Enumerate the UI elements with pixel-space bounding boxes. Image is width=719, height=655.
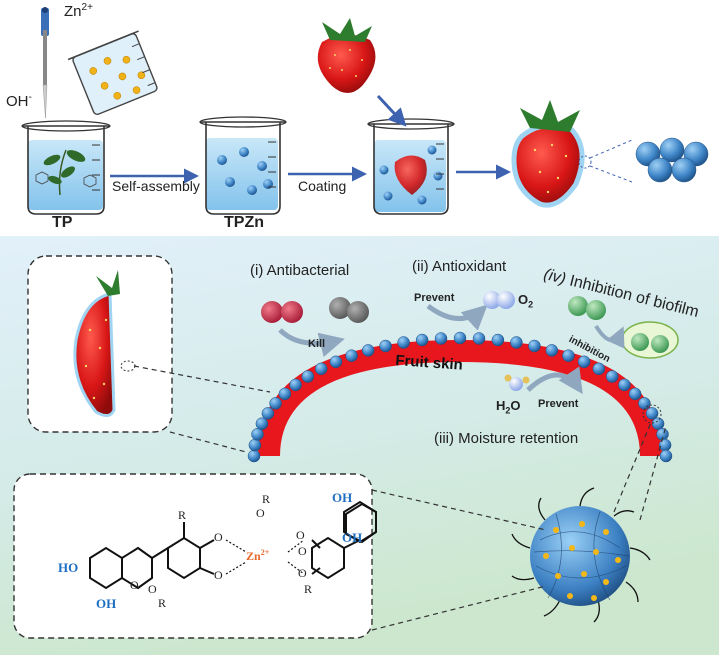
coating-bead — [255, 417, 269, 430]
coating-bead — [562, 349, 575, 362]
dead-bacteria-icon — [329, 297, 369, 323]
beaker-tp — [21, 120, 111, 215]
coating-bead — [261, 407, 275, 420]
coating-bead — [618, 378, 631, 392]
coating-bead — [592, 362, 606, 376]
coating-bead — [528, 339, 541, 353]
coating-bead — [453, 331, 467, 345]
coating-bead — [361, 344, 375, 357]
nanoparticle-cluster — [635, 137, 709, 183]
molecule-sketch — [35, 171, 97, 188]
nanoparticle-coating — [247, 331, 673, 463]
self-assembly-label: Self-assembly — [112, 178, 200, 194]
zn-coordination-label: Zn2+ — [246, 548, 270, 563]
moisture-label: (iii) Moisture retention — [434, 430, 579, 447]
coating-bead — [379, 339, 392, 353]
coating-bead — [251, 428, 264, 441]
coating-bead — [605, 370, 619, 383]
chelate-oxygen-2: O — [214, 568, 223, 582]
prevent-label-2: Prevent — [538, 398, 579, 410]
chelate-oxygen-3: O — [298, 544, 307, 558]
coating-bead — [247, 449, 261, 463]
antibacterial-section — [261, 297, 369, 357]
coating-bead — [577, 355, 591, 369]
ring-oxygen-2: O — [296, 528, 305, 542]
substituent-oxygen-2: O — [256, 506, 265, 520]
r-label-1: R — [178, 508, 187, 522]
bacteria-icon — [261, 301, 303, 323]
top-process-row — [21, 7, 709, 215]
coating-bead — [645, 407, 659, 420]
oxygen-molecule-icon — [483, 291, 515, 309]
tea-leaves-icon — [43, 149, 86, 196]
coating-bead — [269, 397, 282, 410]
ho-left-label: HO — [58, 560, 79, 575]
coating-bead — [628, 387, 642, 401]
r-label-3: R — [262, 492, 271, 506]
tp-label: TP — [52, 214, 73, 231]
water-molecule-icon — [504, 374, 530, 391]
bacteria-green-icon — [568, 296, 606, 320]
coating-bead — [329, 355, 343, 369]
ring-oxygen-1: O — [130, 578, 139, 592]
chelate-oxygen-4: O — [298, 566, 307, 580]
coating-bead — [472, 332, 486, 345]
biofilm-icon — [621, 321, 679, 359]
coating-bead — [491, 333, 505, 347]
oh-bottom-label: OH — [96, 596, 117, 611]
chemical-structure — [89, 500, 377, 590]
oh-right-label: OH — [342, 530, 363, 545]
moisture-section — [504, 366, 583, 395]
coating-bead — [314, 362, 328, 376]
coating-bead — [278, 387, 292, 401]
zn-ion-label: Zn2+ — [64, 2, 93, 20]
coating-bead — [301, 370, 315, 383]
coating-bead — [345, 349, 358, 362]
coating-bead — [638, 397, 651, 410]
oh-top-label: OH — [332, 490, 353, 505]
chemistry-structure-box — [13, 473, 373, 639]
coating-bead — [658, 438, 672, 452]
hydroxide-label: OH- — [6, 92, 32, 110]
zinc-beaker — [67, 30, 158, 116]
coating-bead — [510, 336, 523, 349]
r-label-4: R — [304, 582, 313, 596]
biofilm-section — [568, 296, 679, 359]
prevent-label-1: Prevent — [414, 292, 455, 304]
antioxidant-label: (ii) Antioxidant — [412, 258, 507, 275]
r-label-2: R — [158, 596, 167, 610]
strawberry-icon — [317, 18, 376, 93]
half-strawberry-icon — [73, 270, 136, 417]
pipette-icon — [41, 7, 49, 119]
beaker-coating — [367, 94, 455, 215]
beaker-tpzn — [199, 116, 287, 215]
antibacterial-label: (i) Antibacterial — [250, 262, 350, 279]
coating-bead — [545, 344, 559, 357]
o2-label: O2 — [518, 292, 534, 310]
coated-strawberry — [511, 100, 709, 208]
coating-bead — [434, 332, 448, 345]
coating-bead — [289, 378, 302, 392]
coating-bead — [397, 336, 410, 349]
nanoparticle-icon — [511, 487, 651, 623]
coating-bead — [415, 333, 429, 347]
tpzn-label: TPZn — [224, 214, 264, 231]
chelate-oxygen-1: O — [214, 530, 223, 544]
coating-bead — [659, 449, 673, 463]
water-label: H2O — [496, 398, 521, 416]
coating-label: Coating — [298, 178, 347, 194]
coating-bead — [651, 417, 665, 430]
coating-bead — [248, 438, 262, 452]
antioxidant-section — [426, 291, 515, 331]
substituent-oxygen-1: O — [148, 582, 157, 596]
kill-label: Kill — [308, 338, 326, 350]
